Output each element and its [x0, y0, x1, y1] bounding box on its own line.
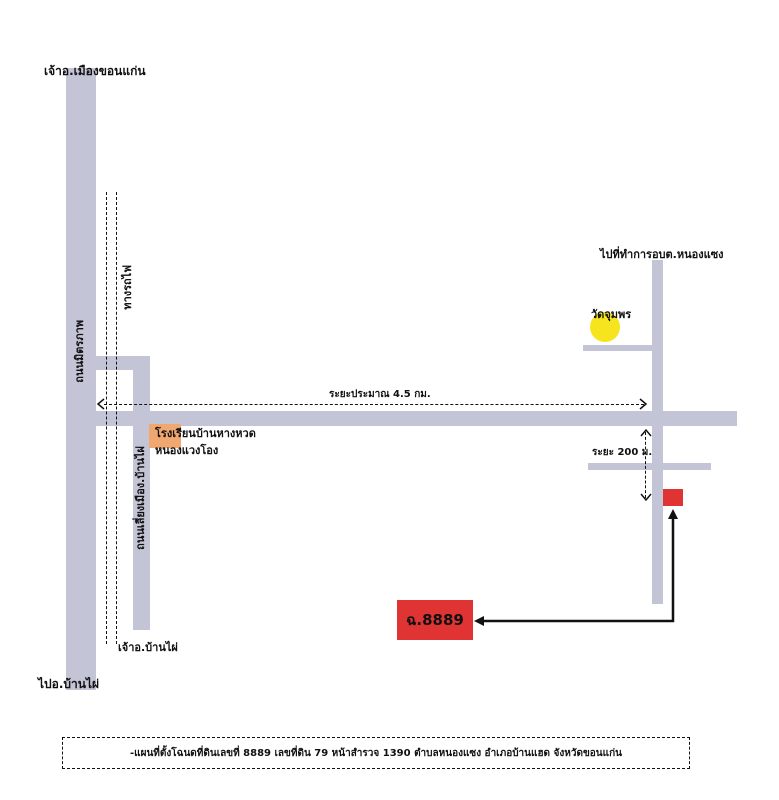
arrowhead-north — [640, 428, 652, 437]
distance-short-label: ระยะ 200 ม. — [592, 447, 653, 458]
pointer-line — [478, 516, 675, 623]
distance-line-short — [645, 432, 646, 498]
caption-text: -แผนที่ตั้งโฉนดที่ดินเลขที่ 8889 เลขที่ด… — [130, 747, 622, 759]
caption-box: -แผนที่ตั้งโฉนดที่ดินเลขที่ 8889 เลขที่ด… — [62, 737, 690, 769]
school-marker — [149, 424, 181, 448]
school-label-line1: โรงเรียนบ้านหางหวด — [155, 427, 256, 440]
to-office-label: ไปที่ทำการอบต.หนองแซง — [600, 248, 724, 261]
pointer-arrow-left — [474, 616, 484, 626]
top-left-destination-label: เจ้าอ.เมืองขอนแก่น — [44, 64, 146, 78]
temple-marker — [590, 312, 620, 342]
pointer-arrow-up — [668, 509, 678, 519]
railway-track-right — [116, 192, 117, 644]
lower-cross-road — [588, 463, 711, 470]
railway-track-left — [106, 192, 107, 644]
secondary-road-label: ถนนเลี่ยงเมือง.บ้านไผ่ — [134, 446, 147, 550]
main-east-road — [96, 411, 737, 426]
arrowhead-west — [96, 398, 105, 410]
distance-main-label: ระยะประมาณ 4.5 กม. — [329, 389, 431, 400]
arrowhead-east — [639, 398, 648, 410]
temple-label: วัดจุมพร — [591, 308, 632, 321]
railway-label: ทางรถไฟ — [121, 265, 134, 310]
highway-road — [66, 68, 96, 690]
parcel-marker — [663, 489, 683, 506]
highway-label: ถนนมิตรภาพ — [73, 320, 86, 383]
temple-side-road — [583, 345, 655, 351]
secondary-road-connector — [96, 356, 150, 370]
secondary-road-end-label: เจ้าอ.บ้านไผ่ — [118, 641, 178, 654]
parcel-label-box: ฉ.8889 — [397, 600, 473, 640]
bottom-left-destination-label: ไปอ.บ้านไผ่ — [38, 677, 100, 691]
distance-line-main — [104, 404, 644, 405]
east-vertical-road — [652, 260, 663, 604]
parcel-label-text: ฉ.8889 — [406, 611, 464, 629]
arrowhead-south — [640, 493, 652, 502]
school-label-line2: หนองแวงโอง — [155, 444, 219, 457]
